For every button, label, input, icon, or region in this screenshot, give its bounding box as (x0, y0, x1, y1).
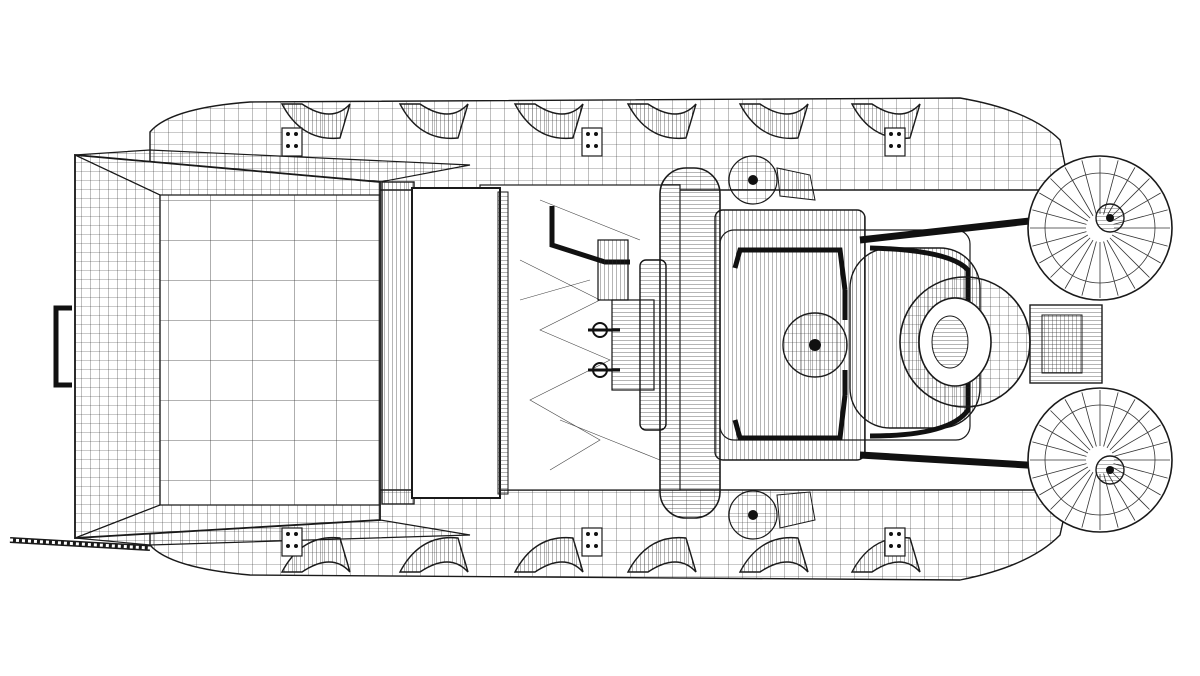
bin-handle (53, 305, 72, 388)
drum-top (728, 155, 816, 205)
rotor-bottom (1027, 387, 1173, 533)
rivet-plate (884, 527, 906, 557)
rivet-plates (281, 127, 906, 557)
rivet-plate (581, 127, 603, 157)
rivet-plate (581, 527, 603, 557)
rotor-top (1027, 155, 1173, 301)
tailgate (381, 181, 509, 505)
drum-bottom (728, 490, 816, 540)
rivet-plate (884, 127, 906, 157)
rear-vent (1029, 304, 1103, 384)
dump-bin (9, 149, 471, 551)
steam-dome (782, 312, 848, 378)
rivet-plate (281, 127, 303, 157)
chimney (899, 276, 1031, 408)
controls-cluster (549, 206, 667, 431)
rivet-plate (281, 527, 303, 557)
